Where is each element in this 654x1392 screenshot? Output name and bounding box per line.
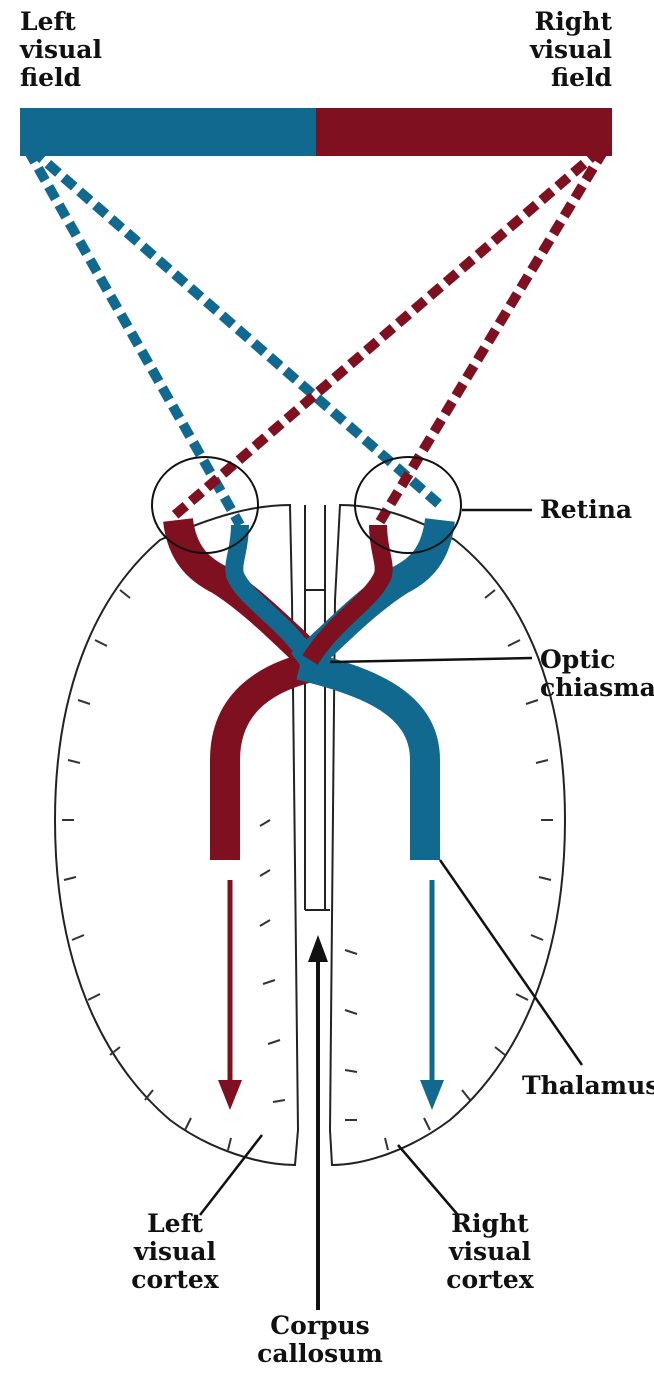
right-radiation-arrowhead	[420, 1080, 444, 1110]
right-visual-cortex-label-line-1: Right	[440, 1210, 540, 1238]
corpus-callosum-label: Corpus callosum	[255, 1312, 385, 1368]
left-visual-cortex-label-line-2: visual	[130, 1238, 220, 1266]
left-visual-cortex-leader-line	[200, 1135, 262, 1215]
right-visual-field-label-line-3: field	[530, 64, 612, 92]
longitudinal-fissure	[305, 505, 330, 910]
optic-chiasma-label-line-2: chiasma	[540, 674, 654, 702]
optic-chiasma-label-line-1: Optic	[540, 646, 654, 674]
left-optic-tract	[178, 520, 320, 860]
right-optic-tract	[300, 520, 440, 860]
ray-left-field-to-right-eye	[32, 150, 440, 505]
right-visual-field-label-line-2: visual	[530, 36, 612, 64]
retina-label: Retina	[540, 496, 632, 524]
left-visual-cortex-label: Left visual cortex	[130, 1210, 220, 1294]
retina-label-text: Retina	[540, 496, 632, 524]
right-visual-cortex-label-line-3: cortex	[440, 1266, 540, 1294]
thalamus-label: Thalamus	[522, 1072, 654, 1100]
sulci-left	[62, 590, 285, 1150]
left-radiation-arrowhead	[218, 1080, 242, 1110]
corpus-callosum-arrowhead	[308, 935, 328, 962]
left-visual-field-label-line-2: visual	[20, 36, 102, 64]
left-visual-field-label-line-3: field	[20, 64, 102, 92]
right-visual-field-label-line-1: Right	[530, 8, 612, 36]
right-visual-cortex-label-line-2: visual	[440, 1238, 540, 1266]
corpus-callosum-label-line-1: Corpus	[255, 1312, 385, 1340]
right-visual-cortex-label: Right visual cortex	[440, 1210, 540, 1294]
left-visual-field-label-line-1: Left	[20, 8, 102, 36]
optic-chiasma-label: Optic chiasma	[540, 646, 654, 702]
left-visual-field-label: Left visual field	[20, 8, 102, 92]
optic-chiasma-leader-line	[330, 658, 532, 662]
corpus-callosum-label-line-2: callosum	[255, 1340, 385, 1368]
thalamus-label-text: Thalamus	[522, 1072, 654, 1100]
right-visual-field-bar	[316, 108, 612, 156]
sulci-right	[345, 590, 553, 1150]
ray-right-field-to-right-eye	[378, 150, 604, 525]
left-visual-cortex-label-line-3: cortex	[130, 1266, 220, 1294]
left-visual-cortex-label-line-1: Left	[130, 1210, 220, 1238]
ray-left-field-to-left-eye	[28, 150, 240, 525]
left-visual-field-bar	[20, 108, 316, 156]
right-visual-field-label: Right visual field	[530, 8, 612, 92]
right-visual-cortex-leader-line	[398, 1145, 458, 1215]
